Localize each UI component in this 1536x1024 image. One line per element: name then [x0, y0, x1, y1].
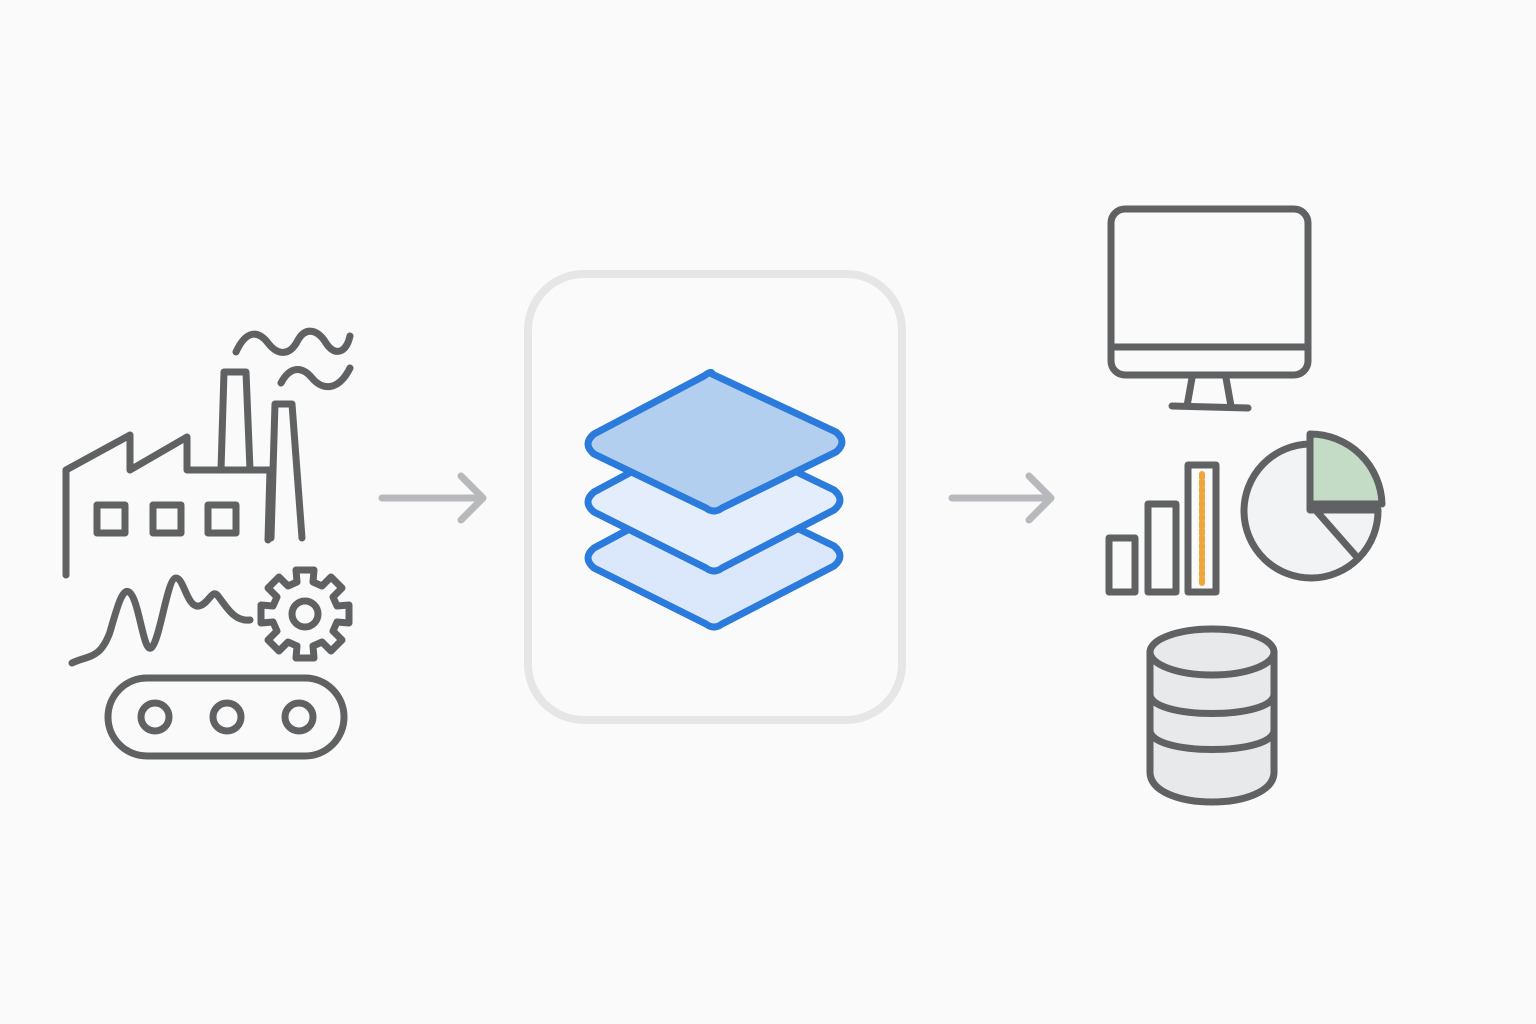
- arrow-right-icon: [378, 472, 487, 524]
- monitor-icon: [1107, 205, 1312, 412]
- stacked-layers-icon: [584, 368, 846, 631]
- smoke-icon: [277, 364, 354, 390]
- arrow-right-icon: [948, 472, 1055, 524]
- data-sources-group: [62, 327, 354, 760]
- bar-chart-icon: [1105, 461, 1220, 596]
- sensor-signal-icon: [68, 574, 254, 667]
- gear-icon: [257, 566, 353, 662]
- pie-chart-icon: [1240, 430, 1386, 582]
- database-icon: [1146, 625, 1278, 806]
- conveyor-belt-icon: [104, 674, 348, 760]
- layer-top: [584, 368, 846, 515]
- smoke-icon: [232, 327, 354, 356]
- factory-icon: [62, 327, 354, 579]
- outputs-group: [1105, 205, 1386, 806]
- pie-accent-slice: [1306, 430, 1386, 508]
